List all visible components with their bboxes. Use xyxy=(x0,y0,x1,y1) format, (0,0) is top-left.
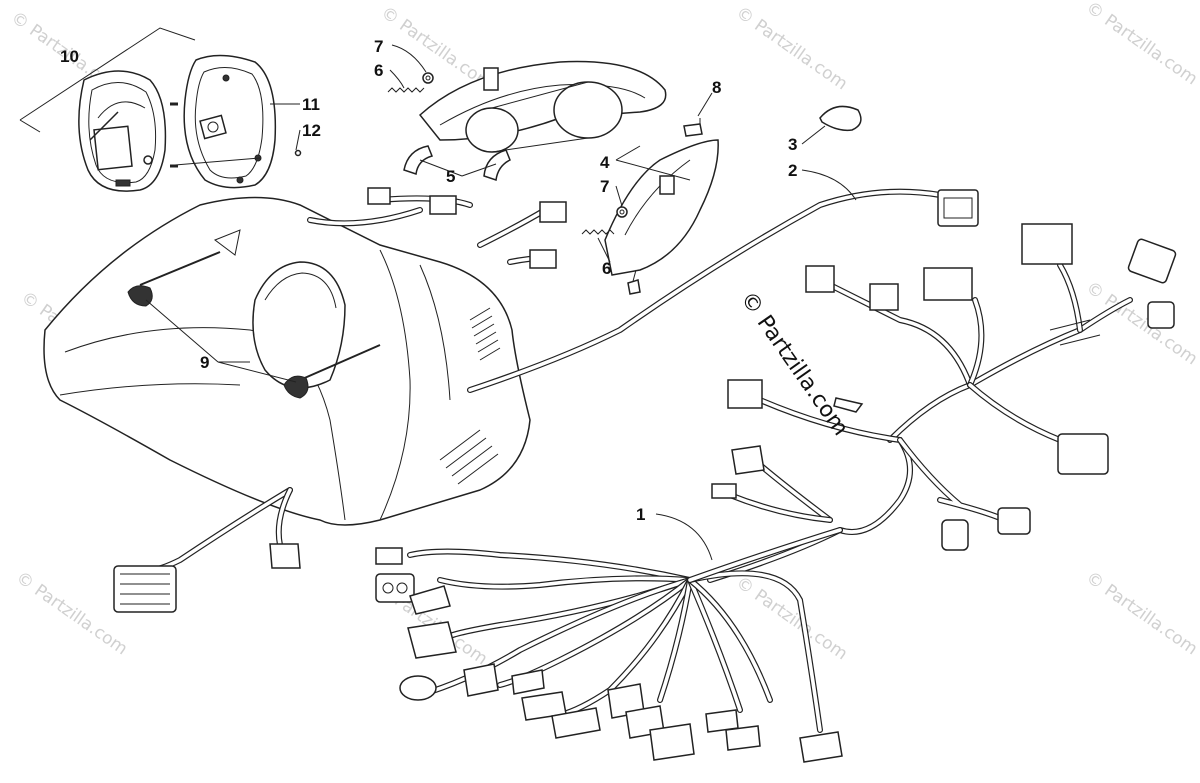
connector-m4 xyxy=(941,519,969,551)
connector-r3 xyxy=(923,267,973,301)
h1-connector-f xyxy=(463,663,499,697)
connector-r5 xyxy=(1127,238,1177,284)
console-opening xyxy=(252,261,346,389)
connector-main xyxy=(937,189,979,227)
connector-pod-4 xyxy=(529,249,557,269)
connector-r4 xyxy=(1021,223,1073,265)
callout-6-upper: 6 xyxy=(374,61,383,80)
watermark-tile: © Partzilla.com xyxy=(1082,568,1200,660)
watermark-main: © Partzilla.com xyxy=(735,287,853,440)
h1-connector-g xyxy=(511,669,545,695)
lower-pod xyxy=(604,118,719,295)
callout-7-lower: 7 xyxy=(600,177,609,196)
nut-lower xyxy=(616,206,628,218)
connector-small xyxy=(269,543,301,569)
callout-4: 4 xyxy=(600,153,610,172)
callout-12: 12 xyxy=(302,121,321,140)
springs xyxy=(387,72,628,235)
connector-m5 xyxy=(997,507,1031,535)
pod-light-left xyxy=(465,107,519,153)
harness-middle xyxy=(707,379,1031,583)
connector-m1 xyxy=(727,379,763,409)
mounting-knob-right xyxy=(283,375,309,399)
screw xyxy=(294,149,302,157)
harness-1 xyxy=(375,527,843,763)
h1-connector-b xyxy=(375,573,415,603)
callout-labels: 10 11 12 7 6 5 4 7 6 8 3 2 9 1 xyxy=(60,37,797,524)
callout-7-upper: 7 xyxy=(374,37,383,56)
harness-2 xyxy=(307,187,979,393)
connector-pod-1 xyxy=(367,187,391,205)
pod-light-right xyxy=(553,81,623,139)
h1-connector-a xyxy=(375,547,403,565)
connector-pod-3 xyxy=(539,201,567,223)
h1-connector-i xyxy=(551,707,601,739)
callout-5: 5 xyxy=(446,167,455,186)
harness-right-branch xyxy=(805,223,1177,475)
h1-connector-o xyxy=(799,731,843,763)
leader-lines xyxy=(145,44,857,561)
connector-multi-pin xyxy=(113,565,177,613)
bulb-sockets xyxy=(403,145,511,181)
spring-lower xyxy=(581,229,615,235)
connector-m3 xyxy=(711,483,737,499)
callout-8: 8 xyxy=(712,78,721,97)
vent-grille-lower xyxy=(439,429,499,485)
bulb-socket-right xyxy=(483,149,511,181)
gauge-assembly xyxy=(19,27,196,192)
mounting-knob-left xyxy=(127,285,153,307)
lcd-display xyxy=(93,125,133,171)
connector-r6 xyxy=(1147,301,1175,329)
callout-10: 10 xyxy=(60,47,79,66)
callout-9: 9 xyxy=(200,353,209,372)
connector-r2 xyxy=(869,283,899,311)
connector-r7 xyxy=(1057,433,1109,475)
hood-console xyxy=(43,196,531,526)
harness-hood-left xyxy=(113,487,301,613)
gauge-needle xyxy=(89,111,119,141)
h1-connector-n xyxy=(725,725,761,751)
h1-connector-l xyxy=(649,723,695,761)
nut-upper xyxy=(422,72,434,84)
connector-m2 xyxy=(731,445,765,475)
callout-11: 11 xyxy=(302,95,320,114)
watermark-tile: © Partzilla.com xyxy=(1082,0,1200,89)
wire-clip xyxy=(819,105,862,132)
watermark-tile: © Partzilla.com xyxy=(1082,278,1200,370)
spring-upper xyxy=(387,87,425,93)
callout-1: 1 xyxy=(636,505,645,524)
watermark-tile: © Partzilla.com xyxy=(732,3,851,95)
connector-r1 xyxy=(805,265,835,293)
watermark-tile: © Partzilla.com xyxy=(12,568,131,660)
connector-pod-2 xyxy=(429,195,457,215)
h1-connector-d xyxy=(407,621,457,659)
gauge-bezel xyxy=(170,54,302,189)
upper-pod xyxy=(418,60,667,153)
bulb-socket-left xyxy=(403,145,434,175)
vent-grille-upper xyxy=(469,307,501,361)
h1-connector-c xyxy=(409,585,451,615)
callout-6-lower: 6 xyxy=(602,259,611,278)
callout-2: 2 xyxy=(788,161,797,180)
callout-3: 3 xyxy=(788,135,797,154)
h1-connector-e xyxy=(399,675,437,701)
